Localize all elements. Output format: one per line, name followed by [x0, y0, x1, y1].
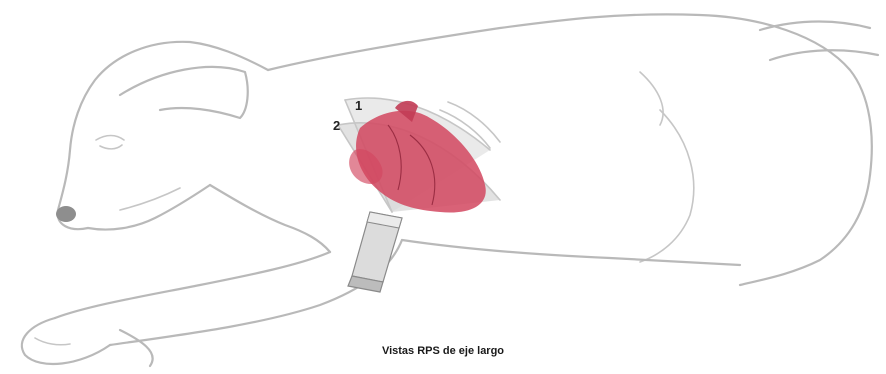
ultrasound-probe [348, 212, 402, 292]
plane-label-2: 2 [333, 118, 340, 133]
nose [56, 206, 76, 222]
figure-caption: Vistas RPS de eje largo [0, 345, 886, 357]
plane-label-1: 1 [355, 98, 362, 113]
